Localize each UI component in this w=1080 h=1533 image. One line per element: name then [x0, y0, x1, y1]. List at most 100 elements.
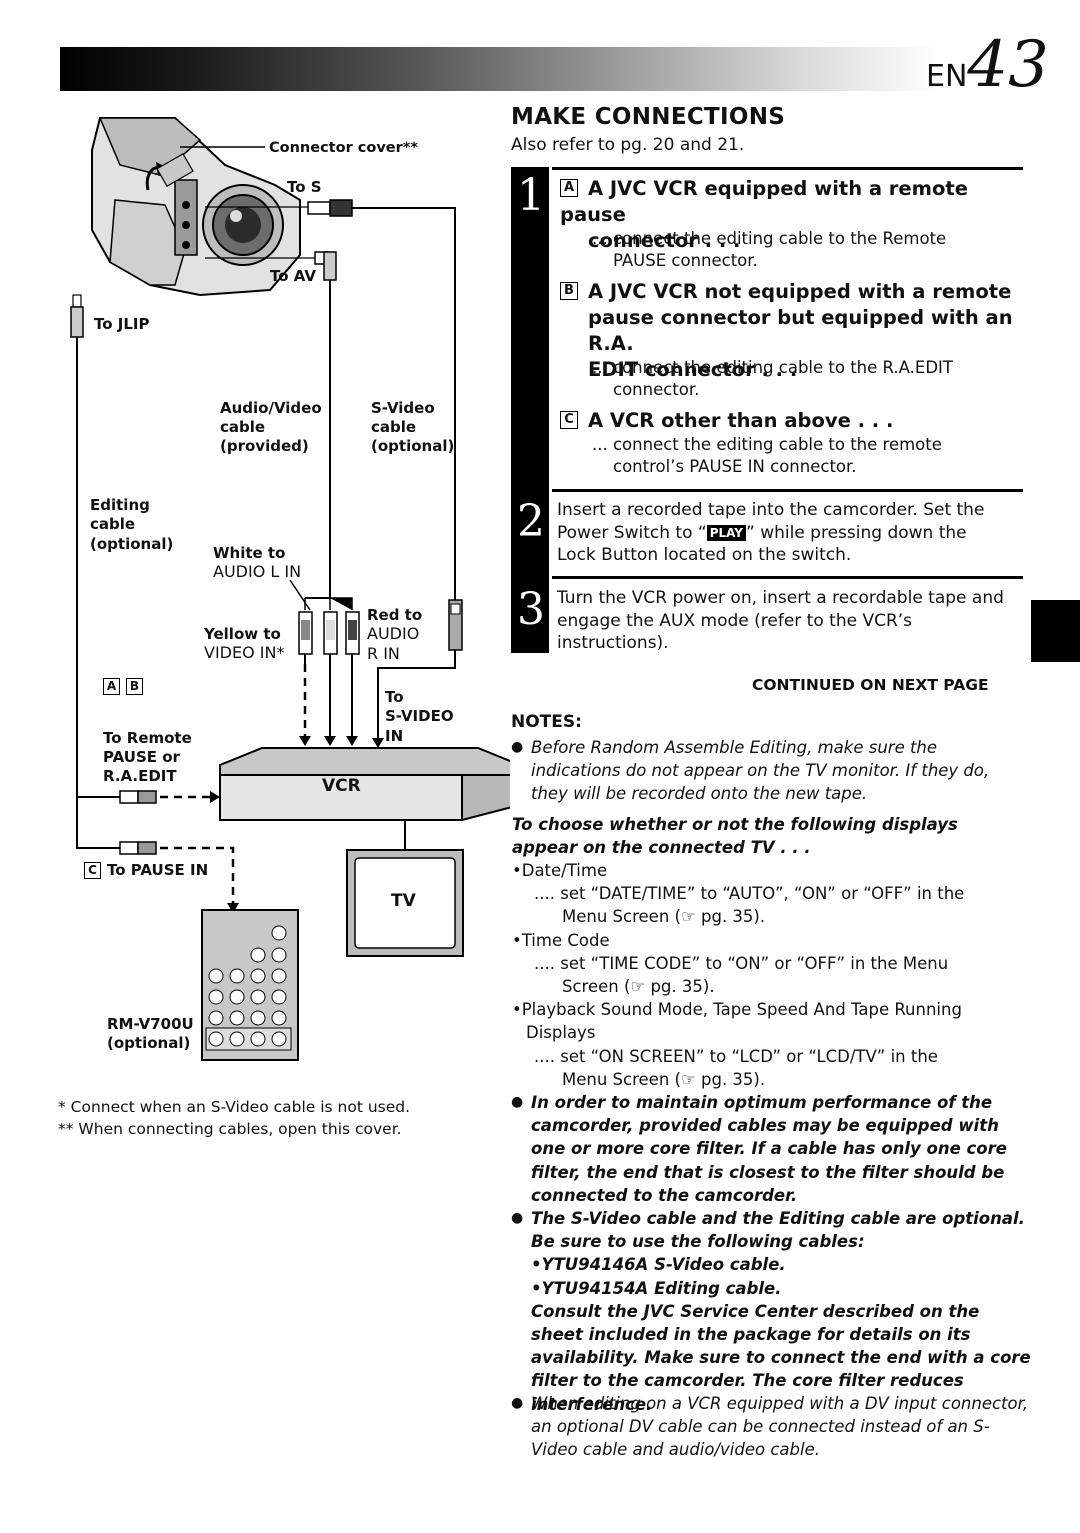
bullet-icon: ● [511, 1210, 524, 1226]
letter-c-box: C [84, 862, 101, 879]
label-editing-2: cable [90, 515, 136, 533]
step-1b-heading-line1: A JVC VCR not equipped with a remote [588, 280, 1012, 303]
section-subtitle: Also refer to pg. 20 and 21. [511, 135, 745, 155]
tv-illustration [346, 849, 464, 957]
note-4: ● The S-Video cable and the Editing cabl… [511, 1207, 1031, 1416]
step-1c-heading: C A VCR other than above . . . [560, 408, 1030, 434]
step-1b-detail: ... connect the editing cable to the R.A… [592, 357, 1022, 401]
note-2-item-playback: •Playback Sound Mode, Tape Speed And Tap… [512, 1000, 962, 1020]
rca-plugs [298, 611, 360, 664]
step-2-text: Insert a recorded tape into the camcorde… [557, 499, 1027, 567]
step-1c-heading-line1: A VCR other than above . . . [588, 409, 894, 432]
label-remote-model: RM-V700U [107, 1015, 194, 1033]
label-tv: TV [391, 891, 416, 911]
step-number-2: 2 [517, 496, 545, 547]
step-1a-heading-line2: connector . . . [588, 229, 741, 252]
note-4-cable-1: •YTU94146A S-Video cable. [531, 1255, 786, 1275]
step-bar [511, 167, 549, 653]
step-3-line2: engage the AUX mode (refer to the VCR’s … [557, 610, 913, 654]
label-to-pause-in-text: To PAUSE IN [107, 861, 209, 879]
label-av-cable-2: cable [220, 418, 266, 436]
section-thumb-tab [1031, 600, 1080, 662]
continued-on-next-page: CONTINUED ON NEXT PAGE [752, 676, 989, 694]
label-remote-optional: (optional) [107, 1034, 191, 1052]
letter-a-box: A [103, 678, 120, 695]
play-mode-badge: PLAY [706, 524, 746, 541]
note-2-item-playback-2: Displays [526, 1023, 596, 1043]
note-2-item-playback-detail2: Menu Screen (☞ pg. 35). [562, 1069, 766, 1089]
label-editing-1: Editing [90, 496, 150, 514]
note-5: ● When editing on a VCR equipped with a … [511, 1392, 1031, 1462]
rule-step-1 [552, 167, 1023, 170]
step-1b-heading-line2: pause connector but equipped with an R.A… [588, 306, 1013, 355]
section-title: MAKE CONNECTIONS [511, 104, 786, 130]
label-to-remote-3: R.A.EDIT [103, 767, 177, 785]
letter-c-box: C [560, 410, 578, 429]
vcr-illustration [219, 747, 510, 822]
note-1: ● Before Random Assemble Editing, make s… [511, 736, 1031, 806]
letter-b-box: B [126, 678, 143, 695]
step-1b-heading-line3: EDIT connector . . . [588, 358, 798, 381]
label-to-remote-1: To Remote [103, 729, 192, 747]
label-to-svideo-1: To [385, 688, 404, 706]
label-to-jlip: To JLIP [94, 315, 150, 333]
note-2-item-timecode: •Time Code [512, 930, 610, 950]
note-2-items: •Date/Time .... set “DATE/TIME” to “AUTO… [512, 859, 1032, 1091]
note-4-text: The S-Video cable and the Editing cable … [531, 1209, 1025, 1252]
step-1a-detail-line1: ... connect the editing cable to the Rem… [592, 229, 947, 248]
camcorder-illustration [91, 117, 301, 297]
label-to-svideo-2: S-VIDEO [385, 707, 454, 725]
rule-step-3 [552, 576, 1023, 579]
label-av-cable-1: Audio/Video [220, 399, 322, 417]
label-yellow-2: VIDEO IN* [204, 643, 285, 662]
label-svideo-cable-2: cable [371, 418, 417, 436]
label-to-av: To AV [270, 267, 316, 285]
label-red-3: R IN [367, 644, 400, 663]
notes-title: NOTES: [511, 712, 582, 732]
letter-a-box: A [560, 178, 578, 197]
label-svideo-cable-3: (optional) [371, 437, 455, 455]
label-connector-cover: Connector cover** [269, 140, 418, 156]
note-4-more: Consult the JVC Service Center described… [531, 1301, 1031, 1414]
label-editing-3: (optional) [90, 535, 174, 553]
step-2-line2-post: ” while pressing down the [745, 522, 967, 543]
rule-step-2 [552, 489, 1023, 492]
step-number-1: 1 [517, 170, 545, 221]
bullet-icon: ● [511, 1395, 524, 1411]
page-number: EN43 [926, 30, 1049, 100]
note-3-text: In order to maintain optimum performance… [531, 1093, 1007, 1205]
label-red-2: AUDIO [367, 624, 420, 643]
label-white-1: White to [213, 544, 286, 562]
footnote-1: * Connect when an S-Video cable is not u… [58, 1098, 411, 1116]
step-2-line1: Insert a recorded tape into the camcorde… [557, 500, 985, 520]
note-2-item-date-detail: .... set “DATE/TIME” to “AUTO”, “ON” or … [534, 884, 965, 904]
label-red-1: Red to [367, 606, 423, 624]
note-1-text: Before Random Assemble Editing, make sur… [531, 738, 990, 804]
step-1c-detail-line1: ... connect the editing cable to the rem… [592, 435, 942, 454]
label-to-s: To S [287, 178, 322, 196]
header-gradient-bar [60, 47, 940, 91]
note-5-text: When editing on a VCR equipped with a DV… [531, 1394, 1029, 1460]
step-2-line3: Lock Button located on the switch. [557, 545, 852, 565]
note-2-item-date-detail2: Menu Screen (☞ pg. 35). [562, 907, 766, 927]
label-to-svideo-3: IN [385, 727, 404, 745]
note-2-item-timecode-detail2: Screen (☞ pg. 35). [562, 977, 715, 997]
step-3-line1: Turn the VCR power on, insert a recordab… [557, 588, 1004, 608]
page-number-value: 43 [967, 28, 1049, 102]
label-av-cable-3: (provided) [220, 437, 309, 455]
note-2-heading: To choose whether or not the following d… [512, 815, 958, 858]
remote-illustration [201, 909, 299, 1061]
step-1a-detail-line2: PAUSE connector. [613, 251, 758, 270]
step-1c-detail: ... connect the editing cable to the rem… [592, 434, 1022, 478]
step-3-text: Turn the VCR power on, insert a recordab… [557, 587, 1027, 655]
step-1c-detail-line2: control’s PAUSE IN connector. [613, 457, 857, 476]
footnote-2: ** When connecting cables, open this cov… [58, 1120, 402, 1138]
step-1b-detail-line1: ... connect the editing cable to the R.A… [592, 358, 953, 377]
note-4-cable-2: •YTU94154A Editing cable. [531, 1278, 782, 1298]
bullet-icon: ● [511, 1094, 524, 1110]
connection-diagram [70, 117, 510, 1061]
step-1b-detail-line2: connector. [613, 380, 700, 399]
